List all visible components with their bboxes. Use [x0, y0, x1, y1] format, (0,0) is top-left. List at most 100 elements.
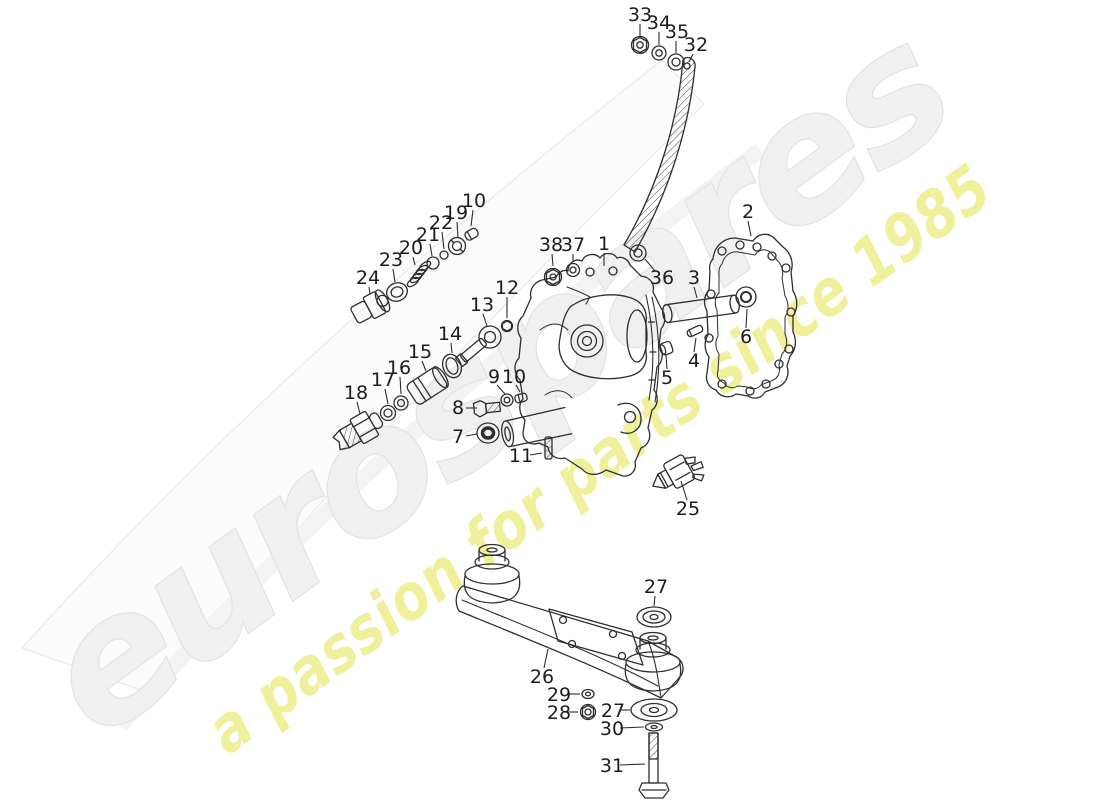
callout-number-10: 10	[502, 366, 526, 388]
callout-number-33: 33	[628, 4, 652, 26]
part-strap-32	[623, 56, 696, 253]
callout-number-10: 10	[462, 190, 486, 212]
callout-number-30: 30	[600, 718, 624, 740]
part-pin-10b	[514, 392, 528, 404]
part-pin-10a	[464, 227, 479, 241]
part-nut-12	[500, 319, 514, 333]
part-ring-36	[629, 244, 647, 262]
callout-leader-10	[515, 384, 521, 393]
callout-number-23: 23	[379, 249, 403, 271]
callout-number-27: 27	[644, 576, 668, 598]
callout-leader-19	[456, 221, 459, 238]
callout-leader-36	[644, 258, 656, 272]
callout-number-32: 32	[684, 34, 708, 56]
part-switch-18	[332, 410, 384, 451]
callout-leader-6	[745, 308, 748, 329]
callout-number-35: 35	[665, 21, 689, 43]
callout-leader-27	[653, 595, 656, 607]
part-bolt-31	[638, 732, 670, 799]
part-ball-22	[439, 250, 449, 260]
part-washer-17	[379, 404, 397, 422]
part-washer-27a	[636, 606, 672, 628]
part-mount-left	[463, 543, 521, 604]
callout-leader-23	[392, 268, 396, 283]
part-spring-20	[406, 260, 432, 288]
callout-leader-24	[368, 286, 371, 295]
callout-leader-32	[688, 53, 694, 63]
callout-number-3: 3	[688, 267, 700, 289]
callout-number-12: 12	[495, 277, 519, 299]
part-nut-33	[630, 35, 650, 55]
part-washer-34	[651, 45, 667, 61]
callout-leader-4	[693, 337, 697, 353]
callout-number-24: 24	[356, 267, 380, 289]
callout-number-15: 15	[408, 341, 432, 363]
callout-leader-11	[529, 452, 543, 456]
callout-leader-21	[429, 243, 433, 257]
callout-leader-18	[356, 401, 361, 415]
callout-leader-9	[496, 384, 506, 395]
part-ball-21	[426, 256, 440, 270]
callout-number-18: 18	[344, 382, 368, 404]
part-mount-right	[624, 631, 682, 692]
callout-leader-22	[441, 231, 445, 250]
part-nut-16	[393, 395, 409, 411]
callout-number-34: 34	[647, 12, 671, 34]
part-ringnut-19	[447, 236, 467, 256]
gasket-bolt-holes	[704, 240, 796, 396]
callout-number-4: 4	[688, 350, 700, 372]
callout-number-36: 36	[650, 267, 674, 289]
callout-number-1: 1	[598, 233, 610, 255]
callout-leader-5	[665, 354, 668, 370]
callout-number-16: 16	[387, 357, 411, 379]
callout-number-13: 13	[470, 294, 494, 316]
callout-leader-25	[680, 480, 688, 501]
callout-number-38: 38	[539, 234, 563, 256]
part-bolt-8	[472, 400, 502, 418]
part-shaft-3	[662, 294, 740, 324]
callout-leader-26	[543, 648, 549, 669]
callout-number-21: 21	[416, 224, 440, 246]
part-switch-25	[652, 454, 705, 489]
callout-leader-3	[693, 286, 698, 299]
callout-number-5: 5	[661, 367, 673, 389]
callout-leader-10	[470, 209, 474, 227]
callout-number-11: 11	[509, 445, 533, 467]
callout-leader-2	[747, 220, 752, 237]
part-washer-27b	[630, 698, 678, 722]
part-housing-1	[501, 252, 666, 477]
callout-number-31: 31	[600, 755, 624, 777]
callout-leader-7	[465, 433, 478, 437]
callout-leader-15	[421, 360, 427, 372]
callout-leader-14	[450, 342, 453, 354]
part-washer-9	[500, 393, 514, 407]
callout-number-7: 7	[452, 426, 464, 448]
part-ring-23	[386, 282, 408, 302]
callout-leader-20	[412, 256, 416, 266]
callout-number-37: 37	[561, 234, 585, 256]
callout-leader-16	[399, 376, 402, 395]
part-piston-15	[406, 366, 449, 405]
callout-number-2: 2	[742, 201, 754, 223]
callout-number-6: 6	[740, 326, 752, 348]
part-oring-14	[441, 353, 463, 379]
part-washer-30	[644, 722, 664, 732]
part-stud-11	[544, 436, 553, 460]
callout-number-29: 29	[547, 684, 571, 706]
callout-number-9: 9	[488, 366, 500, 388]
callout-number-22: 22	[429, 212, 453, 234]
part-washer-29	[581, 688, 595, 700]
callout-number-19: 19	[444, 202, 468, 224]
callout-leader-38	[551, 253, 554, 267]
part-seal-7	[476, 422, 500, 444]
part-ring-35	[667, 53, 685, 71]
part-plug-24	[350, 289, 391, 324]
callout-number-25: 25	[676, 498, 700, 520]
callout-number-28: 28	[547, 702, 571, 724]
part-pivot-13	[455, 325, 502, 367]
callout-number-20: 20	[399, 237, 423, 259]
part-nut-28	[579, 703, 597, 721]
callout-number-14: 14	[438, 323, 462, 345]
